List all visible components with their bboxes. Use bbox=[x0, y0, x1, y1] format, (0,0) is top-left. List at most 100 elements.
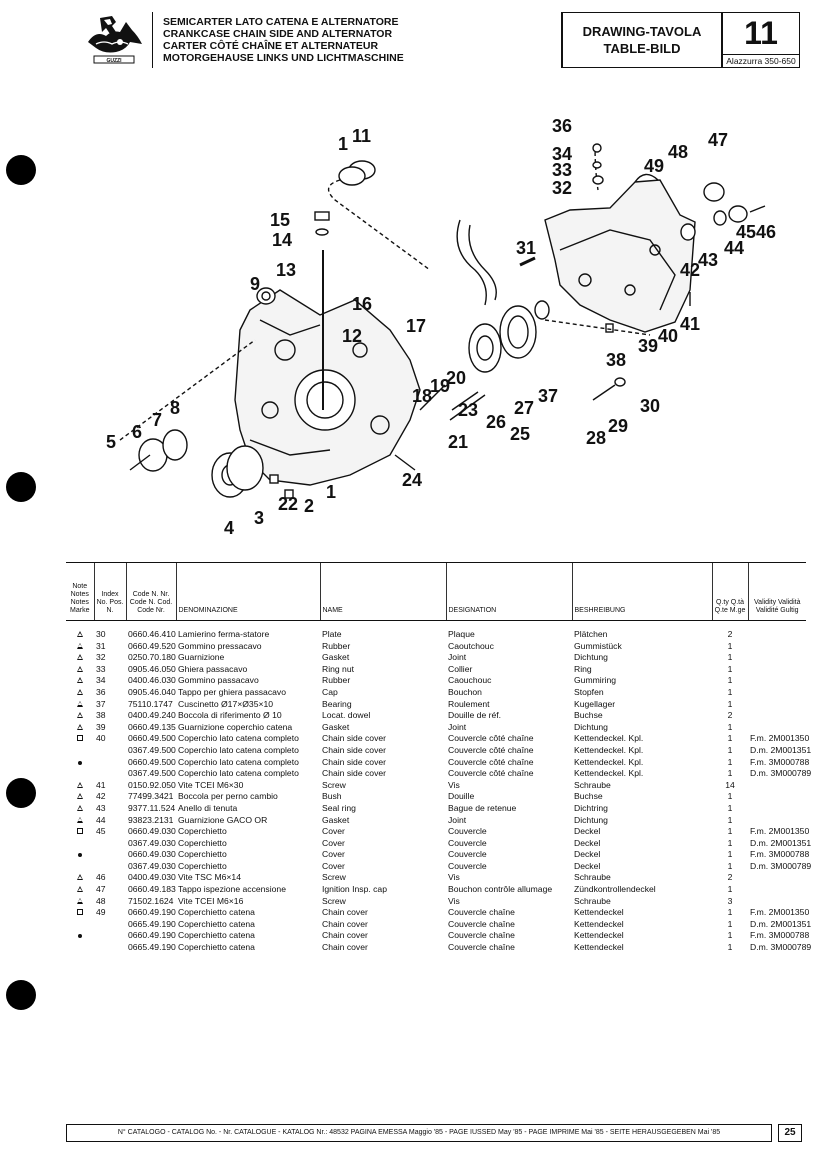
row-denominazione: Cuscinetto Ø17×Ø35×10 bbox=[178, 698, 274, 709]
row-index bbox=[94, 745, 126, 757]
row-designation: Plaque bbox=[448, 629, 475, 639]
row-denominazione: Coperchietto catena bbox=[178, 907, 255, 918]
row-beshreibung: Buchse bbox=[574, 791, 603, 802]
row-qty: 1 bbox=[727, 837, 733, 848]
row-code: 0660.49.030 bbox=[128, 826, 176, 837]
row-note bbox=[66, 872, 94, 884]
table-number: 11 bbox=[744, 15, 778, 51]
row-denominazione: Coperchietto bbox=[178, 849, 227, 860]
model-name: Alazzurra 350-650 bbox=[722, 54, 800, 68]
row-denominazione: Coperchietto catena bbox=[178, 942, 255, 953]
row-code: 0660.49.190 bbox=[128, 930, 176, 941]
callout-45: 45 bbox=[736, 222, 756, 242]
row-index: 34 bbox=[96, 675, 106, 686]
square-note-icon bbox=[77, 735, 83, 742]
row-denominazione: Gommino passacavo bbox=[178, 675, 259, 686]
callout-9: 9 bbox=[250, 274, 260, 294]
row-denominazione: Guarnizione GACO OR bbox=[178, 814, 268, 825]
row-beshreibung: Stopfen bbox=[574, 686, 604, 697]
row-validity bbox=[748, 699, 806, 711]
exploded-view-diagram: 1 11 15 14 13 9 16 12 17 20 19 18 23 21 … bbox=[106, 116, 776, 538]
callout-25: 25 bbox=[510, 424, 530, 444]
row-code: 0150.92.050 bbox=[128, 779, 176, 790]
row-beshreibung: Kettendeckel bbox=[574, 918, 624, 929]
callout-21: 21 bbox=[448, 432, 468, 452]
row-beshreibung: Schraube bbox=[574, 872, 611, 883]
row-code: 75110.1747 bbox=[128, 698, 173, 709]
row-validity: D.m. 2M001351 bbox=[750, 837, 812, 848]
row-name: Chain cover bbox=[322, 942, 368, 953]
row-qty: 1 bbox=[727, 640, 733, 651]
row-index: 49 bbox=[96, 907, 106, 918]
row-note bbox=[66, 652, 94, 664]
callout-29: 29 bbox=[608, 416, 628, 436]
row-name: Chain cover bbox=[322, 918, 368, 929]
row-index: 45 bbox=[96, 826, 106, 837]
row-index: 43 bbox=[96, 802, 106, 813]
row-qty: 1 bbox=[727, 791, 733, 802]
row-beshreibung: Kettendeckel bbox=[574, 942, 624, 953]
title-german: MOTORGEHAUSE LINKS UND LICHTMASCHINE bbox=[163, 52, 404, 64]
row-index bbox=[94, 768, 126, 780]
callout-6: 6 bbox=[132, 422, 142, 442]
row-qty: 1 bbox=[727, 733, 733, 744]
row-beshreibung: Kettendeckel. Kpl. bbox=[574, 733, 644, 744]
row-code: 0660.49.030 bbox=[128, 849, 176, 860]
callout-23: 23 bbox=[458, 400, 478, 420]
callout-37: 37 bbox=[538, 386, 558, 406]
row-denominazione: Guarnizione bbox=[178, 652, 225, 663]
row-note bbox=[66, 896, 94, 908]
row-beshreibung: Dichtung bbox=[574, 652, 608, 663]
title-english: CRANKCASE CHAIN SIDE AND ALTERNATOR bbox=[163, 28, 393, 40]
callout-26: 26 bbox=[486, 412, 506, 432]
row-index: 36 bbox=[96, 686, 106, 697]
row-beshreibung: Kettendeckel. Kpl. bbox=[574, 744, 644, 755]
row-beshreibung: Plätchen bbox=[574, 629, 608, 639]
row-validity bbox=[748, 791, 806, 803]
row-name: Cap bbox=[322, 686, 338, 697]
row-designation: Douille de réf. bbox=[448, 710, 502, 721]
row-index bbox=[94, 757, 126, 769]
row-name: Rubber bbox=[322, 675, 351, 686]
triangle-note-icon bbox=[77, 793, 83, 800]
row-validity bbox=[748, 872, 806, 884]
row-denominazione: Guarnizione coperchio catena bbox=[178, 721, 293, 732]
row-note bbox=[66, 699, 94, 711]
row-beshreibung: Zündkontrollendeckel bbox=[574, 884, 656, 895]
callout-31: 31 bbox=[516, 238, 536, 258]
row-beshreibung: Kugellager bbox=[574, 698, 616, 709]
callout-7: 7 bbox=[152, 410, 162, 430]
row-index: 41 bbox=[96, 779, 106, 790]
row-note bbox=[66, 757, 94, 769]
row-index: 47 bbox=[96, 884, 106, 895]
row-beshreibung: Kettendeckel. Kpl. bbox=[574, 768, 644, 779]
row-qty: 1 bbox=[727, 686, 733, 697]
row-validity bbox=[748, 687, 806, 699]
row-designation: Joint bbox=[448, 814, 467, 825]
row-qty: 1 bbox=[727, 849, 733, 860]
row-beshreibung: Kettendeckel bbox=[574, 907, 624, 918]
row-beshreibung: Kettendeckel. Kpl. bbox=[574, 756, 644, 767]
row-beshreibung: Schraube bbox=[574, 895, 611, 906]
row-denominazione: Vite TCEI M6×16 bbox=[178, 895, 244, 906]
callout-14: 14 bbox=[272, 230, 292, 250]
row-name: Bearing bbox=[322, 698, 352, 709]
row-qty: 1 bbox=[727, 860, 733, 871]
row-name: Plate bbox=[322, 629, 342, 639]
moto-guzzi-eagle-logo: GUZZI bbox=[88, 16, 142, 64]
row-qty: 1 bbox=[727, 826, 733, 837]
row-index bbox=[94, 942, 126, 954]
drawing-label-box: DRAWING-TAVOLA TABLE-BILD bbox=[562, 12, 722, 68]
row-note bbox=[66, 745, 94, 757]
row-code: 0905.46.050 bbox=[128, 663, 176, 674]
